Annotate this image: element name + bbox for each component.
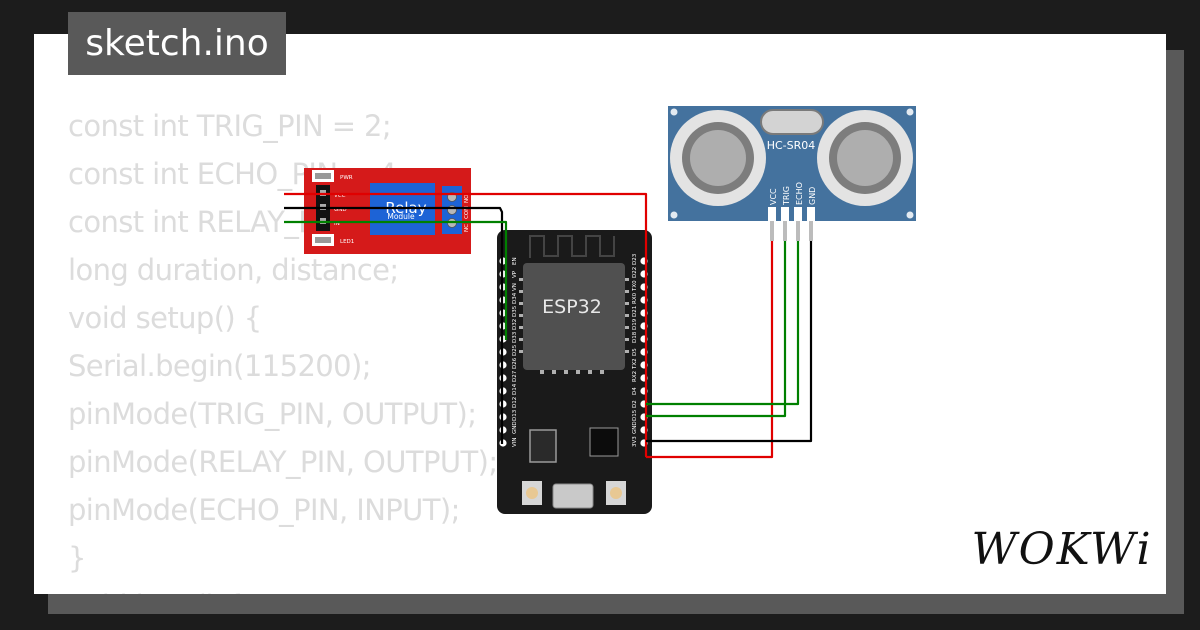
relay-pin-no: NO <box>464 194 470 203</box>
code-line: void loop() { <box>68 582 498 594</box>
code-line: pinMode(ECHO_PIN, INPUT); <box>68 493 460 527</box>
relay-pin-pwr: PWR <box>340 175 353 181</box>
code-line: pinMode(RELAY_PIN, OUTPUT); <box>68 445 498 479</box>
esp32-pin-label: D22 <box>632 267 638 278</box>
relay-pin-vcc: VCC <box>334 193 346 199</box>
esp32-pin-label: VP <box>512 270 518 278</box>
relay-pin-com: COM <box>464 206 470 219</box>
esp32-pin-label: 3V3 <box>632 436 638 447</box>
esp32-pin-label: D34 <box>512 292 518 304</box>
esp32-pin-label: D33 <box>512 331 518 343</box>
relay-pin-led1: LED1 <box>340 239 354 245</box>
transducer-right <box>817 110 913 206</box>
esp32-label: ESP32 <box>542 296 602 318</box>
esp32-board[interactable]: ESP32 ENVPVND34D35D32D33D25D26D27D14D12D… <box>497 230 652 514</box>
relay-module[interactable]: PWR VCC GND IN LED1 Relay Module NC COM … <box>304 168 471 254</box>
antenna-trace <box>529 235 615 258</box>
esp32-pin-label: D2 <box>632 400 638 408</box>
wire-sensor-trig[interactable] <box>646 241 787 418</box>
esp32-pin-label: RX0 <box>632 292 638 304</box>
esp32-module <box>523 263 625 370</box>
esp32-pin-label: D27 <box>512 370 518 382</box>
sensor-label: HC-SR04 <box>767 139 816 152</box>
esp32-pin-label: EN <box>512 257 518 265</box>
code-line: const int TRIG_PIN = 2; <box>68 109 392 143</box>
esp32-pin-label: D15 <box>632 409 638 421</box>
relay-pin-gnd: GND <box>334 207 347 213</box>
ultrasonic-sensor[interactable]: HC-SR04 VCC TRIG ECHO GND <box>668 106 916 241</box>
boot-button[interactable] <box>522 481 542 505</box>
voltage-regulator <box>529 429 557 463</box>
esp32-pin-label: D26 <box>512 357 518 369</box>
relay-pin-in: IN <box>334 221 340 227</box>
esp32-pin-label: D19 <box>632 318 638 330</box>
esp32-pin-label: D18 <box>632 331 638 343</box>
wokwi-logo-text: WOKWi <box>971 524 1152 575</box>
esp32-pin-label: D4 <box>632 387 638 395</box>
crystal-oscillator <box>760 109 824 135</box>
relay-pin-nc: NC <box>464 224 470 232</box>
esp32-pin-label: D5 <box>632 348 638 356</box>
esp32-pin-label: D21 <box>632 306 638 317</box>
usb-port <box>552 483 594 509</box>
esp32-pin-label: D35 <box>512 305 518 317</box>
wokwi-logo: WOKWi <box>971 524 1152 575</box>
esp32-pin-label: D13 <box>512 409 518 421</box>
file-tab[interactable]: sketch.ino <box>68 12 286 75</box>
wire-sensor-echo[interactable] <box>646 241 800 406</box>
esp32-pin-label: TX2 <box>632 358 638 370</box>
code-line: } <box>68 541 86 575</box>
sensor-pin-trig: TRIG <box>782 186 791 206</box>
esp32-pin-label: D32 <box>512 319 518 330</box>
wire-sensor-vcc[interactable] <box>646 241 774 459</box>
relay-subtitle: Module <box>387 212 415 221</box>
esp32-pin-label: GND <box>512 421 518 434</box>
transducer-left <box>670 110 766 206</box>
esp32-pin-label: RX2 <box>632 371 638 382</box>
esp32-pin-label: D14 <box>512 383 518 395</box>
wire-sensor-gnd[interactable] <box>646 241 813 443</box>
sensor-pin-gnd: GND <box>808 187 817 205</box>
code-line: void setup() { <box>68 301 262 335</box>
wire-relay-vcc[interactable] <box>284 192 648 458</box>
sensor-pin-vcc: VCC <box>769 188 778 205</box>
wire-relay-in[interactable] <box>284 220 508 340</box>
esp32-pin-label: D23 <box>632 253 638 265</box>
usb-uart-chip <box>589 427 619 457</box>
esp32-pin-label: VIN <box>512 438 518 448</box>
esp32-pin-label: D25 <box>512 344 518 356</box>
esp32-pin-label: D12 <box>512 397 518 408</box>
code-line: pinMode(TRIG_PIN, OUTPUT); <box>68 397 477 431</box>
sensor-pin-echo: ECHO <box>795 182 804 205</box>
code-line: long duration, distance; <box>68 253 399 287</box>
code-listing: const int TRIG_PIN = 2;const int ECHO_PI… <box>68 102 498 594</box>
wire-relay-gnd[interactable] <box>284 206 504 444</box>
esp32-pin-label: VN <box>512 283 518 291</box>
reset-button[interactable] <box>606 481 626 505</box>
esp32-pin-label: TX0 <box>632 280 638 292</box>
esp32-pin-label: GND <box>632 421 638 434</box>
code-line: Serial.begin(115200); <box>68 349 371 383</box>
